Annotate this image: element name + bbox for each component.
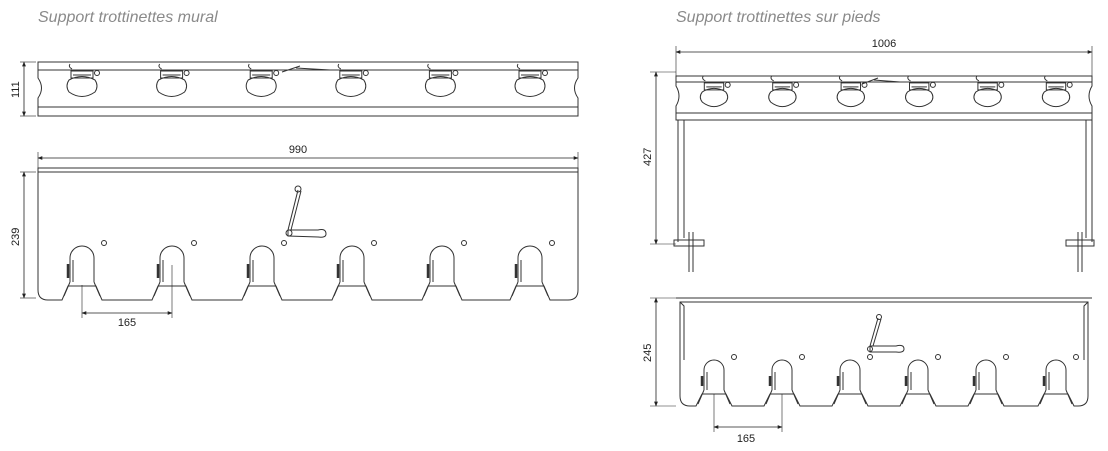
dim-111: 111: [10, 61, 36, 117]
freestanding-front-view: [676, 297, 1092, 407]
front-view-hook: [153, 240, 197, 297]
dim-239: 239: [10, 171, 36, 299]
dim-165-left: 165: [81, 265, 173, 329]
front-view-hook: [423, 240, 467, 297]
right-panel-title: Support trottinettes sur pieds: [676, 9, 881, 26]
dim-245: 245: [642, 297, 676, 407]
front-view-hook: [243, 240, 287, 297]
wall-mount-front-view: [37, 167, 579, 301]
top-view-hook: [768, 75, 800, 108]
dim-165-right: 165: [713, 394, 783, 445]
front-view-hook: [901, 354, 941, 405]
top-view-hook: [699, 75, 731, 108]
dim-427-label: 427: [642, 148, 654, 166]
dim-1006: 1006: [675, 38, 1093, 80]
top-view-hook: [335, 63, 369, 97]
top-view-hook: [905, 75, 936, 108]
front-view-hook: [833, 354, 873, 405]
dim-165-left-label: 165: [118, 317, 136, 329]
dim-165-right-label: 165: [737, 433, 755, 445]
scooter-icon: [285, 185, 327, 238]
front-view-hook: [969, 354, 1009, 405]
front-view-hook: [1039, 354, 1079, 405]
dim-990-label: 990: [289, 144, 307, 156]
top-view-hook: [66, 63, 100, 97]
top-view-hook: [245, 63, 280, 97]
top-view-hook: [514, 63, 548, 97]
dim-427: 427: [642, 71, 676, 245]
dim-239-label: 239: [10, 228, 22, 246]
scooter-icon-right: [867, 314, 905, 353]
front-view-hook: [511, 240, 555, 297]
dim-111-label: 111: [10, 81, 22, 98]
top-view-hook: [1041, 75, 1073, 108]
front-view-hook: [697, 354, 737, 405]
wall-mount-top-view: [37, 61, 579, 117]
front-view-hook: [765, 354, 805, 405]
top-view-hook: [424, 63, 459, 97]
front-view-hook: [333, 240, 377, 297]
top-view-hook: [973, 75, 1005, 108]
front-view-hook: [63, 240, 107, 297]
top-view-hook: [156, 63, 190, 97]
dim-990: 990: [37, 144, 579, 170]
freestanding-top-view: [673, 75, 1095, 272]
top-view-hook: [836, 75, 868, 108]
dim-1006-label: 1006: [872, 38, 896, 50]
dim-245-label: 245: [642, 344, 654, 362]
left-panel-title: Support trottinettes mural: [38, 9, 218, 26]
